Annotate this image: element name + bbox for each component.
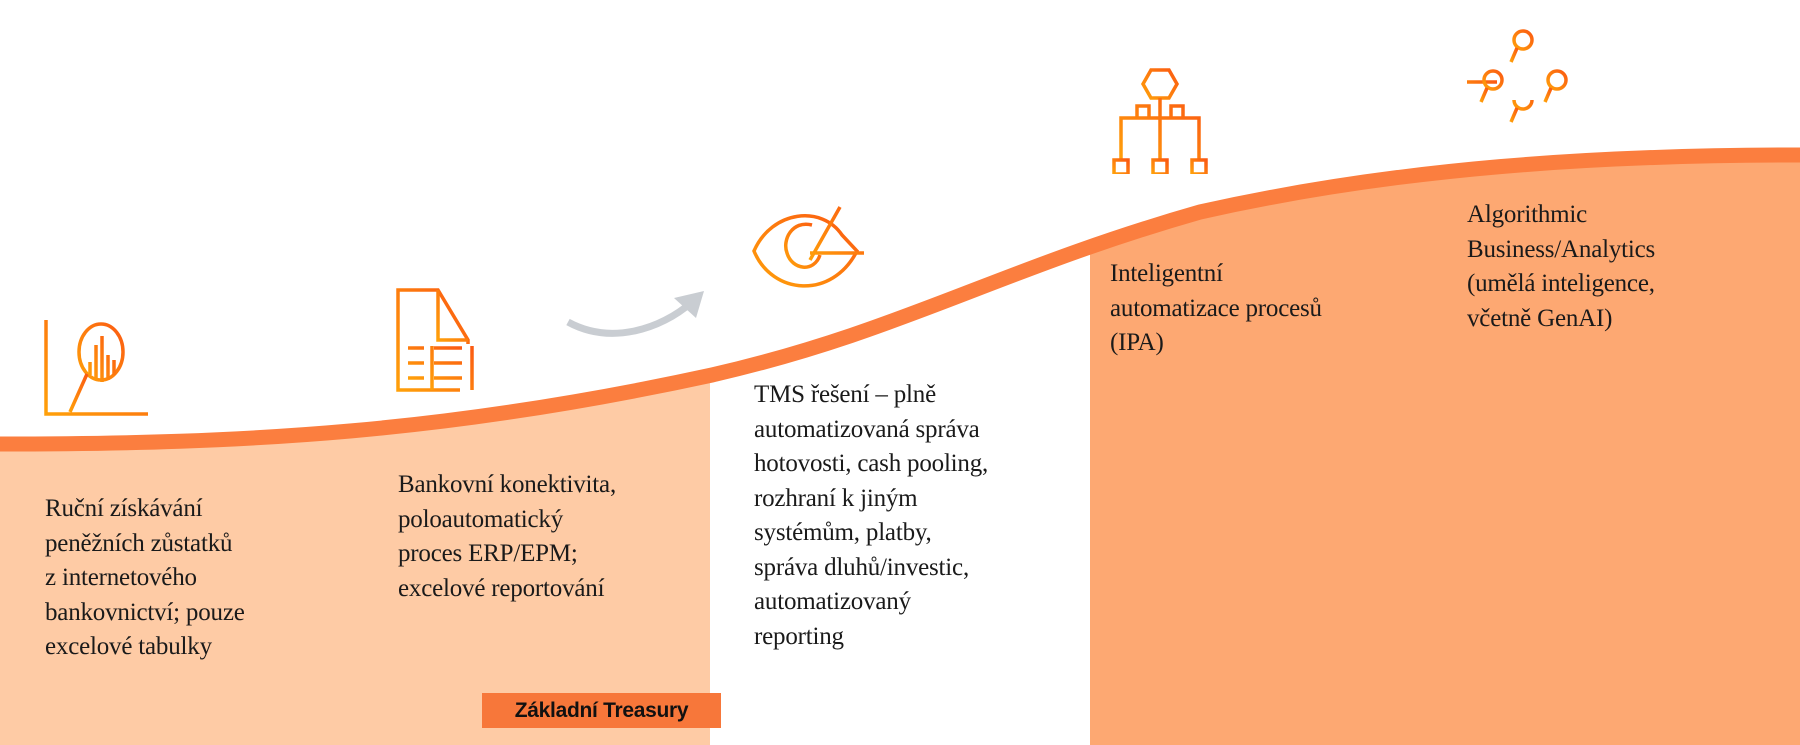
advanced-treasury-area bbox=[1090, 148, 1800, 745]
stage-5-description: Algorithmic Business/Analytics (umělá in… bbox=[1467, 201, 1656, 332]
maturity-curve-band bbox=[0, 147, 1800, 452]
magnifier-chart-icon bbox=[44, 320, 148, 416]
document-table-icon bbox=[396, 288, 474, 392]
basic-treasury-area bbox=[0, 368, 710, 745]
progress-arrow-icon bbox=[566, 291, 704, 337]
basic-treasury-badge: Základní Treasury bbox=[482, 693, 721, 728]
stage-3-description: TMS řešení – plně automatizovaná správa … bbox=[754, 381, 989, 650]
eye-target-icon bbox=[752, 206, 864, 288]
hierarchy-icon bbox=[1112, 68, 1208, 174]
stage-1-description: Ruční získávání peněžních zůstatků z int… bbox=[45, 495, 245, 660]
sliders-search-icon-bottom bbox=[1467, 100, 1581, 123]
stage-2-description: Bankovní konektivita, poloautomatický pr… bbox=[398, 471, 616, 602]
stage-4-description: Inteligentní automatizace procesů (IPA) bbox=[1110, 260, 1322, 356]
sliders-search-icon-lower bbox=[1467, 69, 1581, 103]
